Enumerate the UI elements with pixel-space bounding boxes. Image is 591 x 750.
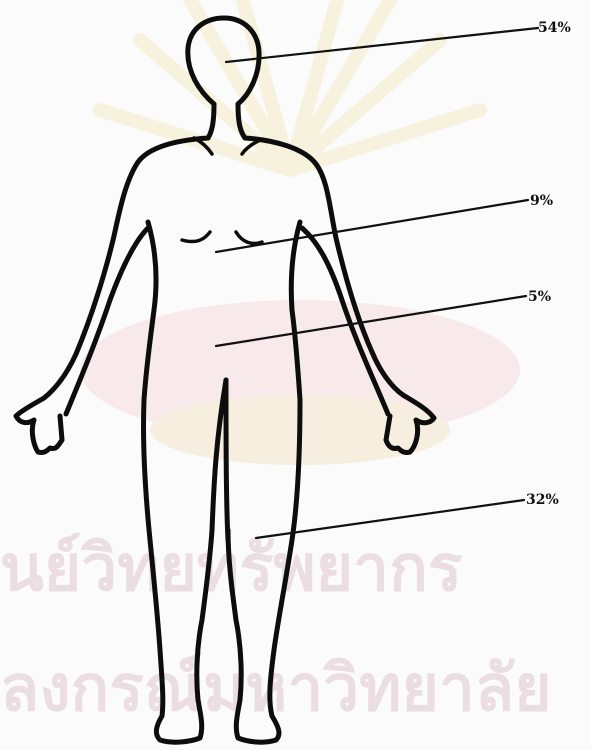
right-pectoral	[236, 232, 262, 244]
watermark-text-line-2: ลงกรณ์มหาวิทยาลัย	[0, 652, 552, 726]
inner-leg-line	[226, 380, 228, 540]
label-chest-percent: 9%	[530, 193, 553, 209]
left-pectoral	[182, 232, 210, 242]
leader-line-chest	[216, 200, 528, 252]
label-abdomen-percent: 5%	[528, 289, 551, 305]
human-figure	[16, 18, 434, 742]
label-legs-percent: 32%	[526, 492, 559, 508]
leader-line-head	[226, 28, 538, 62]
label-head-percent: 54%	[538, 20, 571, 36]
